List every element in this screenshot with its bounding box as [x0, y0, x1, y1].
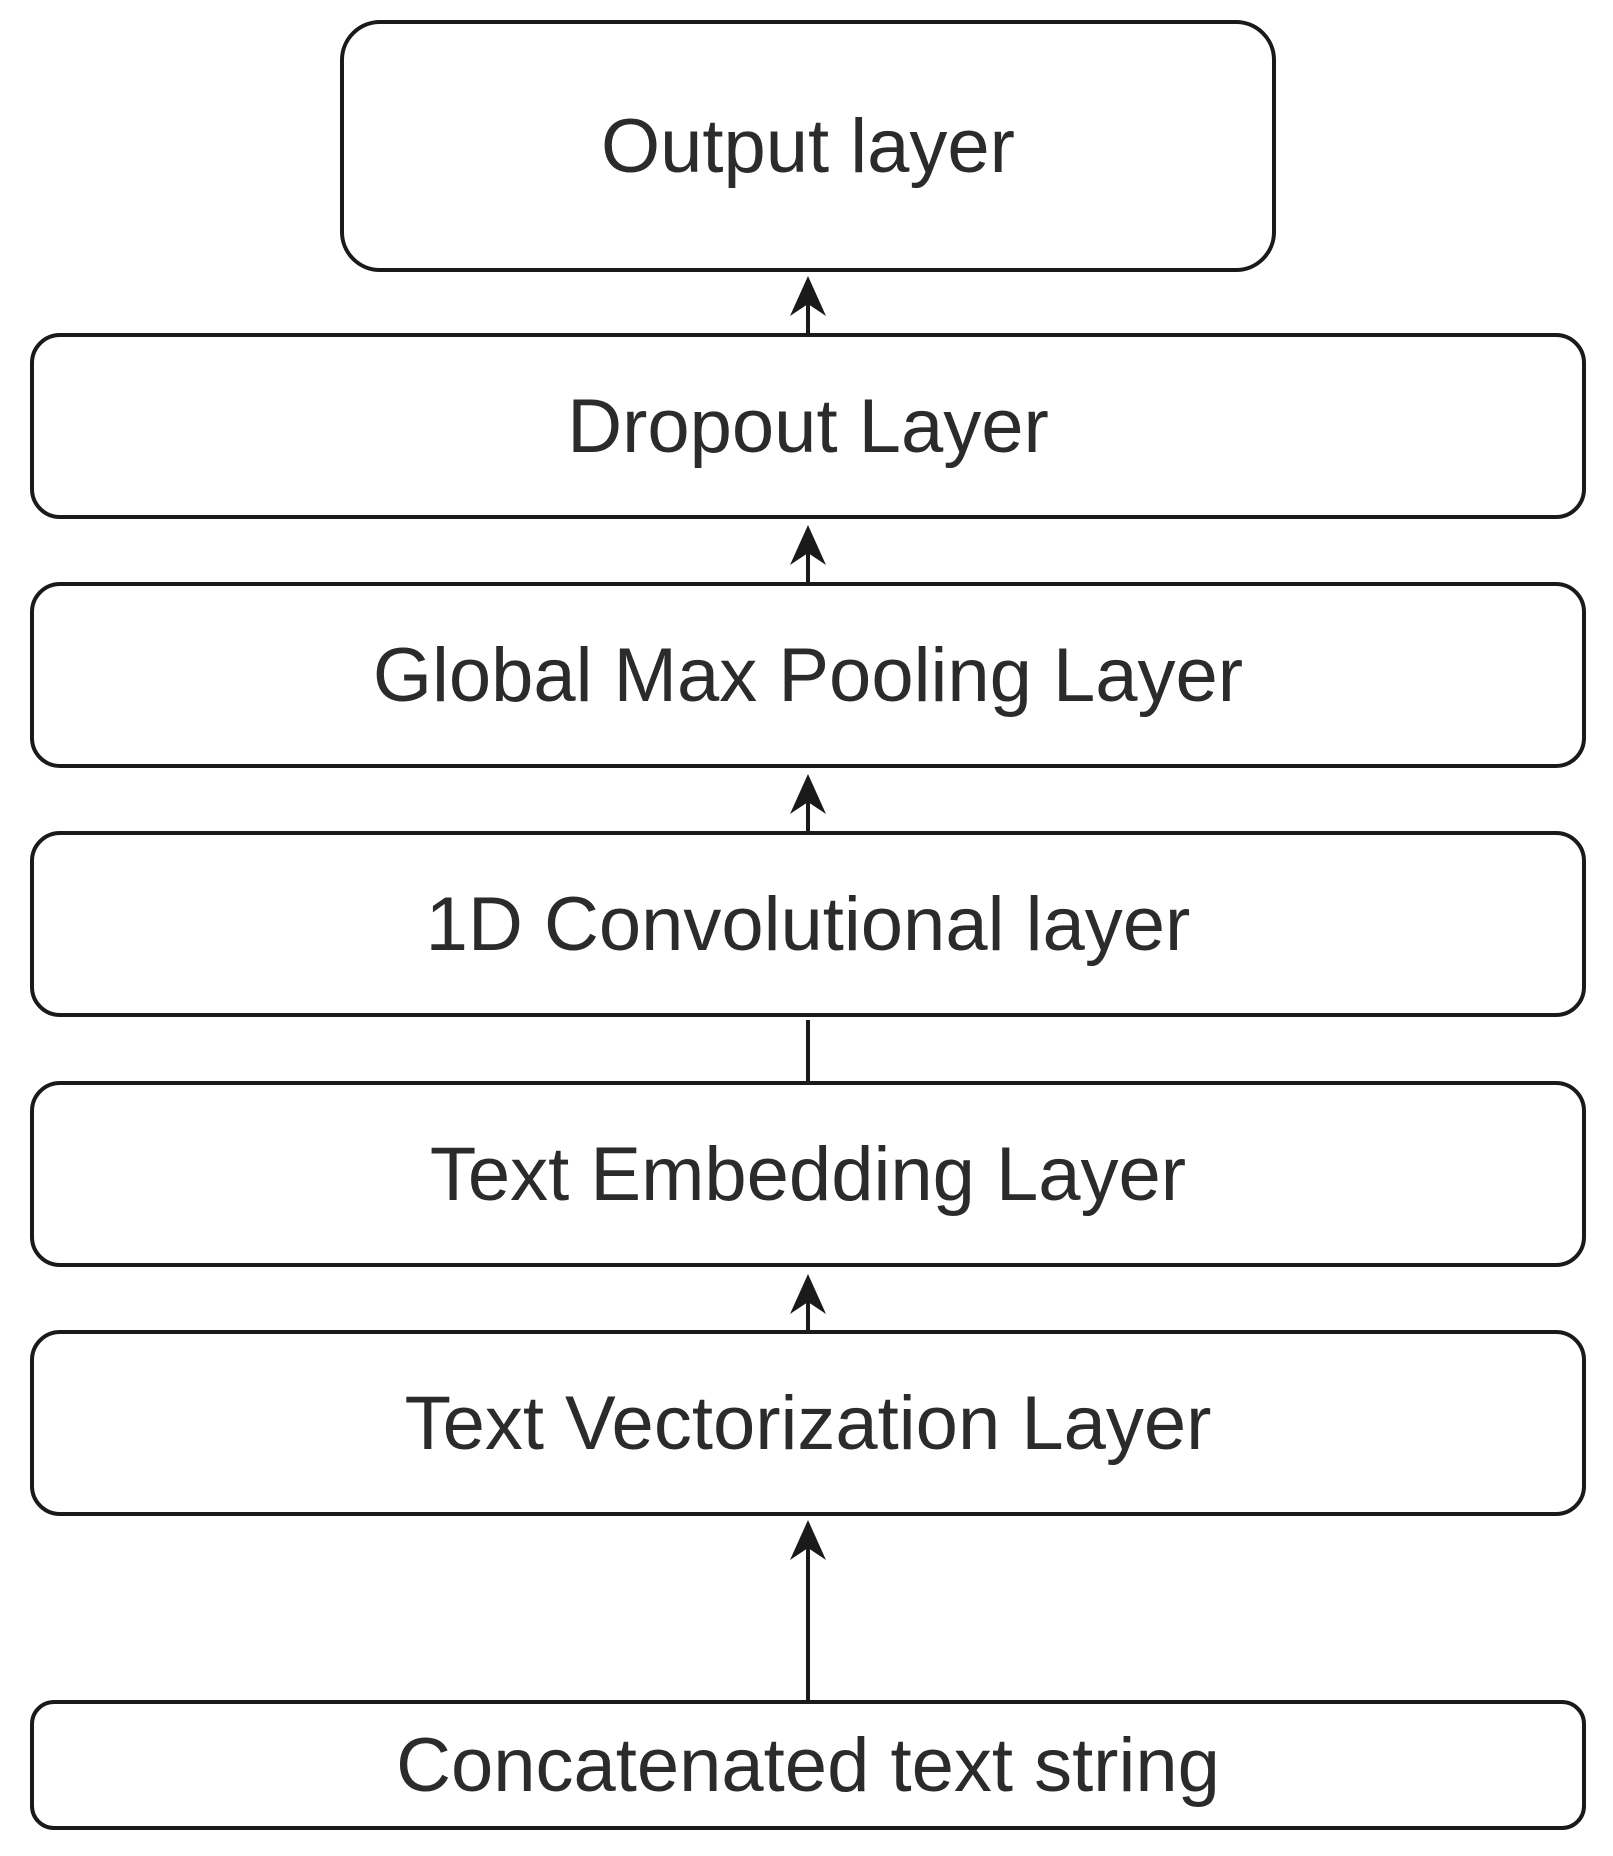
- arrowhead-icon: [790, 774, 826, 814]
- arrowhead-icon: [790, 525, 826, 565]
- arrowhead-icon: [790, 1520, 826, 1560]
- conv1d-layer-label: 1D Convolutional layer: [425, 881, 1191, 967]
- output-layer-label: Output layer: [601, 103, 1015, 189]
- text-vectorization-layer-box: Text Vectorization Layer: [30, 1330, 1586, 1516]
- dropout-layer-box: Dropout Layer: [30, 333, 1586, 519]
- conv1d-layer-box: 1D Convolutional layer: [30, 831, 1586, 1017]
- dropout-layer-label: Dropout Layer: [567, 383, 1049, 469]
- text-embedding-layer-box: Text Embedding Layer: [30, 1081, 1586, 1267]
- arrowhead-icon: [790, 276, 826, 316]
- output-layer-box: Output layer: [340, 20, 1276, 272]
- text-embedding-layer-label: Text Embedding Layer: [429, 1131, 1187, 1217]
- arrowhead-icon: [790, 1274, 826, 1314]
- input-text-label: Concatenated text string: [396, 1722, 1220, 1808]
- text-vectorization-layer-label: Text Vectorization Layer: [404, 1380, 1212, 1466]
- global-max-pooling-layer-box: Global Max Pooling Layer: [30, 582, 1586, 768]
- input-text-box: Concatenated text string: [30, 1700, 1586, 1830]
- global-max-pooling-layer-label: Global Max Pooling Layer: [372, 632, 1244, 718]
